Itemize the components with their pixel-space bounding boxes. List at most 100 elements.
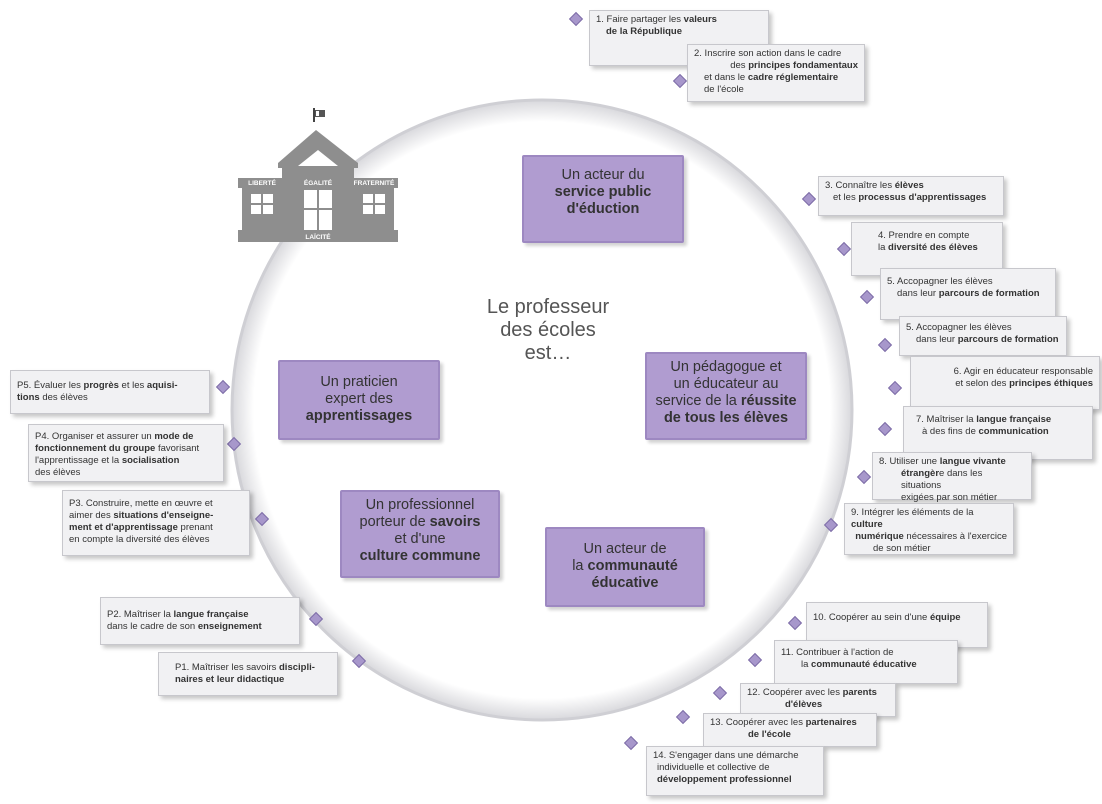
card-text: de son métier bbox=[873, 543, 931, 554]
role-text: savoirs bbox=[429, 514, 481, 530]
card-text: discipli- bbox=[279, 662, 315, 673]
card-text: parents bbox=[842, 687, 877, 698]
competence-card-6: 6. Agir en éducateur responsable et selo… bbox=[910, 356, 1100, 410]
card-text: 11. Contribuer à l'action de bbox=[781, 647, 894, 658]
card-text: des élèves bbox=[39, 392, 88, 403]
card-text: et les bbox=[118, 380, 147, 391]
card-text: 6. Agir en éducateur responsable bbox=[953, 366, 1093, 377]
school-liberte-label: LIBERTÉ bbox=[248, 178, 276, 187]
card-text: partenaires bbox=[805, 717, 857, 728]
card-text: de l'école bbox=[748, 729, 791, 740]
center-title-line: est… bbox=[524, 342, 572, 364]
school-egalite-label: ÉGALITÉ bbox=[304, 178, 333, 187]
competence-card-4: 4. Prendre en compte la diversité des él… bbox=[851, 222, 1003, 276]
card-text: 5. Accopagner les élèves bbox=[887, 276, 993, 287]
card-text: la bbox=[801, 659, 812, 670]
card-text: e dans les situations bbox=[901, 468, 983, 491]
role-text: un éducateur au bbox=[673, 376, 779, 392]
card-text: l'apprentissage et la bbox=[35, 455, 122, 466]
card-text: à des fins de bbox=[922, 426, 979, 437]
competence-card-7: 7. Maîtriser la langue française à des f… bbox=[903, 406, 1093, 460]
card-text: P3. Construire, mette en œuvre et bbox=[69, 498, 213, 509]
card-text: 12. Coopérer avec les bbox=[747, 687, 843, 698]
role-text: apprentissages bbox=[305, 408, 413, 424]
card-text: 8. Utiliser une bbox=[879, 456, 940, 467]
role-text: Un acteur de bbox=[583, 541, 667, 557]
school-fraternite-label: FRATERNITÉ bbox=[354, 178, 395, 187]
card-text: langue française bbox=[976, 414, 1052, 425]
card-text: développement professionnel bbox=[657, 774, 792, 785]
competence-card-p5: P5. Évaluer les progrès et les aquisi- t… bbox=[10, 370, 210, 414]
card-text: la bbox=[878, 242, 889, 253]
card-text: tions bbox=[17, 392, 40, 403]
competence-card-14: 14. S'engager dans une démarche individu… bbox=[646, 746, 824, 796]
role-text: Un professionnel bbox=[365, 497, 475, 513]
card-text: en compte la diversité des élèves bbox=[69, 534, 210, 545]
card-text: mode de bbox=[154, 431, 194, 442]
competence-card-8: 8. Utiliser une langue vivante étrangère… bbox=[872, 452, 1032, 503]
card-text: 5. Accopagner les élèves bbox=[906, 322, 1012, 333]
card-text: culture bbox=[851, 519, 883, 530]
competence-card-2: 2. Inscrire son action dans le cadre des… bbox=[687, 44, 865, 102]
card-text: socialisation bbox=[121, 455, 180, 466]
role-professionnel: Un professionnel porteur de savoirs et d… bbox=[340, 490, 500, 578]
card-text: communication bbox=[978, 426, 1049, 437]
role-praticien: Un praticien expert des apprentissages bbox=[278, 360, 440, 440]
role-text: réussite bbox=[740, 393, 797, 409]
role-text: service de la bbox=[655, 393, 741, 409]
card-text: situations d'enseigne- bbox=[113, 510, 214, 521]
center-title-line: Le professeur bbox=[486, 296, 610, 318]
card-text: équipe bbox=[929, 612, 961, 623]
role-text: service public bbox=[554, 184, 652, 200]
card-text: communauté éducative bbox=[811, 659, 917, 670]
card-text: P1. Maîtriser les savoirs bbox=[175, 662, 279, 673]
card-text: ment et d'apprentissage bbox=[69, 522, 178, 533]
competence-card-5a: 5. Accopagner les élèves dans leur parco… bbox=[880, 268, 1056, 320]
role-text: Un pédagogue et bbox=[670, 359, 782, 375]
role-text: porteur de bbox=[359, 514, 430, 530]
card-text: d'élèves bbox=[785, 699, 823, 710]
card-text: 7. Maîtriser la bbox=[916, 414, 977, 425]
role-pedagogue: Un pédagogue et un éducateur au service … bbox=[645, 352, 807, 440]
card-text: 9. Intégrer les éléments de la bbox=[851, 507, 974, 518]
card-text: 4. Prendre en compte bbox=[878, 230, 970, 241]
card-text: dans le cadre de son bbox=[107, 621, 198, 632]
role-text: d'éduction bbox=[566, 201, 640, 217]
role-text: Un acteur du bbox=[561, 167, 645, 183]
card-text: exigées par son métier bbox=[901, 492, 998, 503]
card-text: et dans le bbox=[704, 72, 748, 83]
competence-card-p4: P4. Organiser et assurer un mode de fonc… bbox=[28, 424, 224, 482]
card-text: aquisi- bbox=[146, 380, 178, 391]
card-text: fonctionnement du groupe bbox=[35, 443, 156, 454]
card-text: processus d'apprentissages bbox=[858, 192, 987, 203]
role-text: expert des bbox=[325, 391, 393, 407]
competence-card-9: 9. Intégrer les éléments de la culture n… bbox=[844, 503, 1014, 555]
role-service-public: Un acteur du service public d'éduction bbox=[522, 155, 684, 243]
competence-card-p1: P1. Maîtriser les savoirs discipli- nair… bbox=[158, 652, 338, 696]
card-text: valeurs bbox=[683, 14, 717, 25]
card-text: favorisant bbox=[155, 443, 200, 454]
card-text: P2. Maîtriser la bbox=[107, 609, 174, 620]
card-text: principes éthiques bbox=[1009, 378, 1093, 389]
card-text: langue française bbox=[173, 609, 249, 620]
card-text: diversité des élèves bbox=[888, 242, 978, 253]
card-text: de la République bbox=[606, 26, 683, 37]
card-text: 14. S'engager dans une démarche bbox=[653, 750, 799, 761]
card-text: P5. Évaluer les bbox=[17, 380, 84, 391]
card-text: 13. Coopérer avec les bbox=[710, 717, 806, 728]
role-text: éducative bbox=[591, 575, 659, 591]
card-text: dans leur bbox=[916, 334, 958, 345]
competence-card-13: 13. Coopérer avec les partenaires de l'é… bbox=[703, 713, 877, 747]
card-text: 3. Connaître les bbox=[825, 180, 895, 191]
card-text: 1. Faire partager les bbox=[596, 14, 684, 25]
card-text: numérique bbox=[855, 531, 904, 542]
role-communaute: Un acteur de la communauté éducative bbox=[545, 527, 705, 607]
card-text: aimer des bbox=[69, 510, 114, 521]
competence-card-p3: P3. Construire, mette en œuvre et aimer … bbox=[62, 490, 250, 556]
card-text: parcours de formation bbox=[938, 288, 1040, 299]
card-text: et selon des bbox=[955, 378, 1010, 389]
competence-card-5b: 5. Accopagner les élèves dans leur parco… bbox=[899, 316, 1067, 356]
role-text: et d'une bbox=[394, 531, 446, 547]
center-title-line: des écoles bbox=[500, 319, 596, 341]
card-text: et les bbox=[833, 192, 859, 203]
